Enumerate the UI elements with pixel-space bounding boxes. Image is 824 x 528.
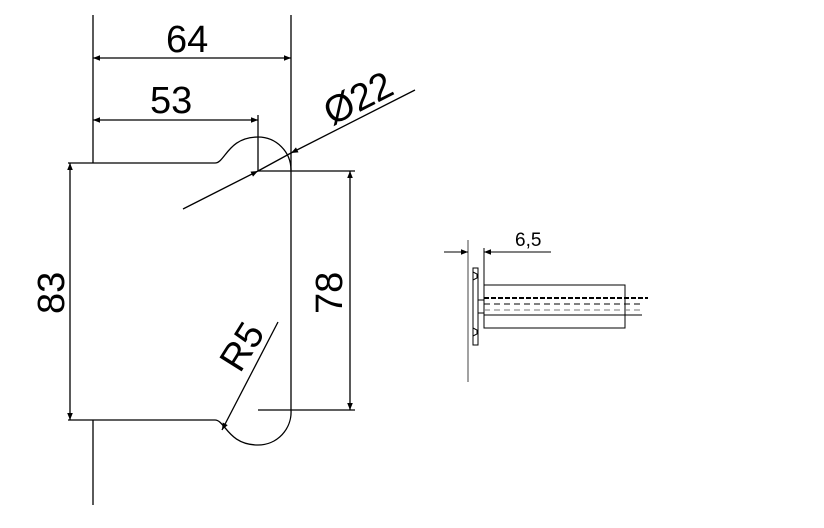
part-outline — [68, 136, 292, 446]
front-view — [67, 15, 416, 505]
dim-label-53: 53 — [150, 80, 192, 122]
dim-line-diameter-b — [290, 89, 416, 154]
dim-label-64: 64 — [166, 19, 208, 61]
dim-label-offset: 6,5 — [515, 230, 541, 251]
glass-holder — [483, 284, 626, 329]
dim-line-diameter-a — [182, 170, 259, 210]
dim-label-diameter: Ø22 — [317, 64, 400, 134]
dim-label-78: 78 — [309, 272, 351, 314]
dim-line-radius — [221, 321, 279, 431]
dim-label-radius: R5 — [212, 315, 273, 378]
side-view — [444, 240, 648, 382]
dim-label-83: 83 — [31, 272, 73, 314]
